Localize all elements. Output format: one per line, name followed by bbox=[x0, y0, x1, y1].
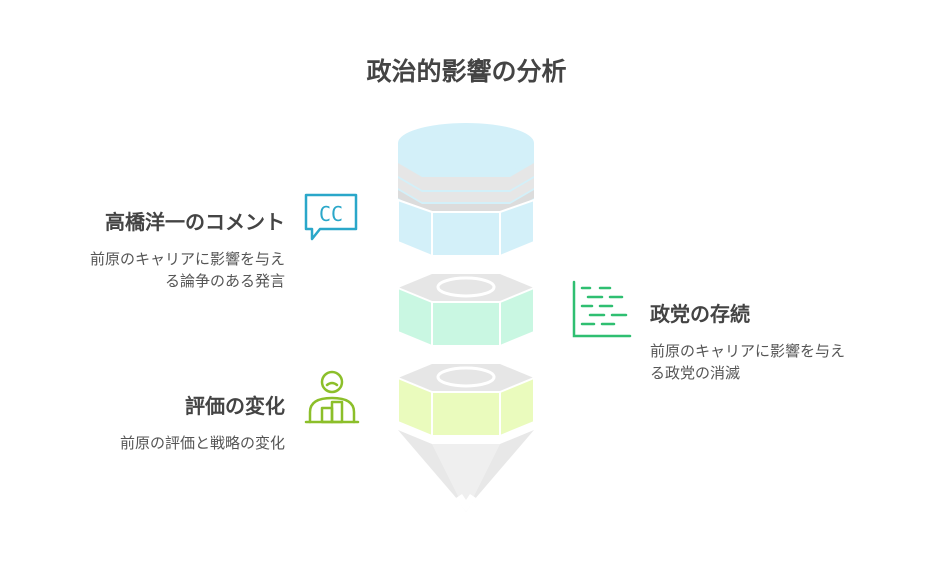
party-survival-description: 前原のキャリアに影響を与え る政党の消滅 bbox=[650, 340, 845, 384]
party-survival-description-line2: る政党の消滅 bbox=[650, 364, 741, 382]
evaluation-change-description: 前原の評価と戦略の変化 bbox=[120, 432, 285, 454]
funnel-top-section bbox=[397, 123, 535, 258]
speech-bubble-cc-icon: CC bbox=[304, 193, 358, 241]
evaluation-change-heading: 評価の変化 bbox=[185, 394, 285, 418]
data-lines-icon bbox=[572, 280, 632, 338]
comment-description-line2: る論争のある発言 bbox=[164, 272, 285, 290]
person-podium-icon bbox=[304, 370, 360, 424]
funnel-middle-section bbox=[397, 274, 535, 348]
party-survival-heading: 政党の存続 bbox=[650, 302, 750, 326]
comment-description: 前原のキャリアに影響を与え る論争のある発言 bbox=[90, 248, 285, 292]
funnel-tip bbox=[398, 430, 534, 512]
svg-text:CC: CC bbox=[319, 202, 343, 226]
comment-heading: 高橋洋一のコメント bbox=[105, 210, 285, 234]
page-title: 政治的影響の分析 bbox=[366, 57, 567, 86]
party-survival-description-line1: 前原のキャリアに影響を与え bbox=[650, 342, 846, 360]
evaluation-change-description-line1: 前原の評価と戦略の変化 bbox=[119, 434, 285, 452]
comment-description-line1: 前原のキャリアに影響を与え bbox=[89, 250, 285, 268]
funnel-bottom-section bbox=[397, 364, 535, 438]
